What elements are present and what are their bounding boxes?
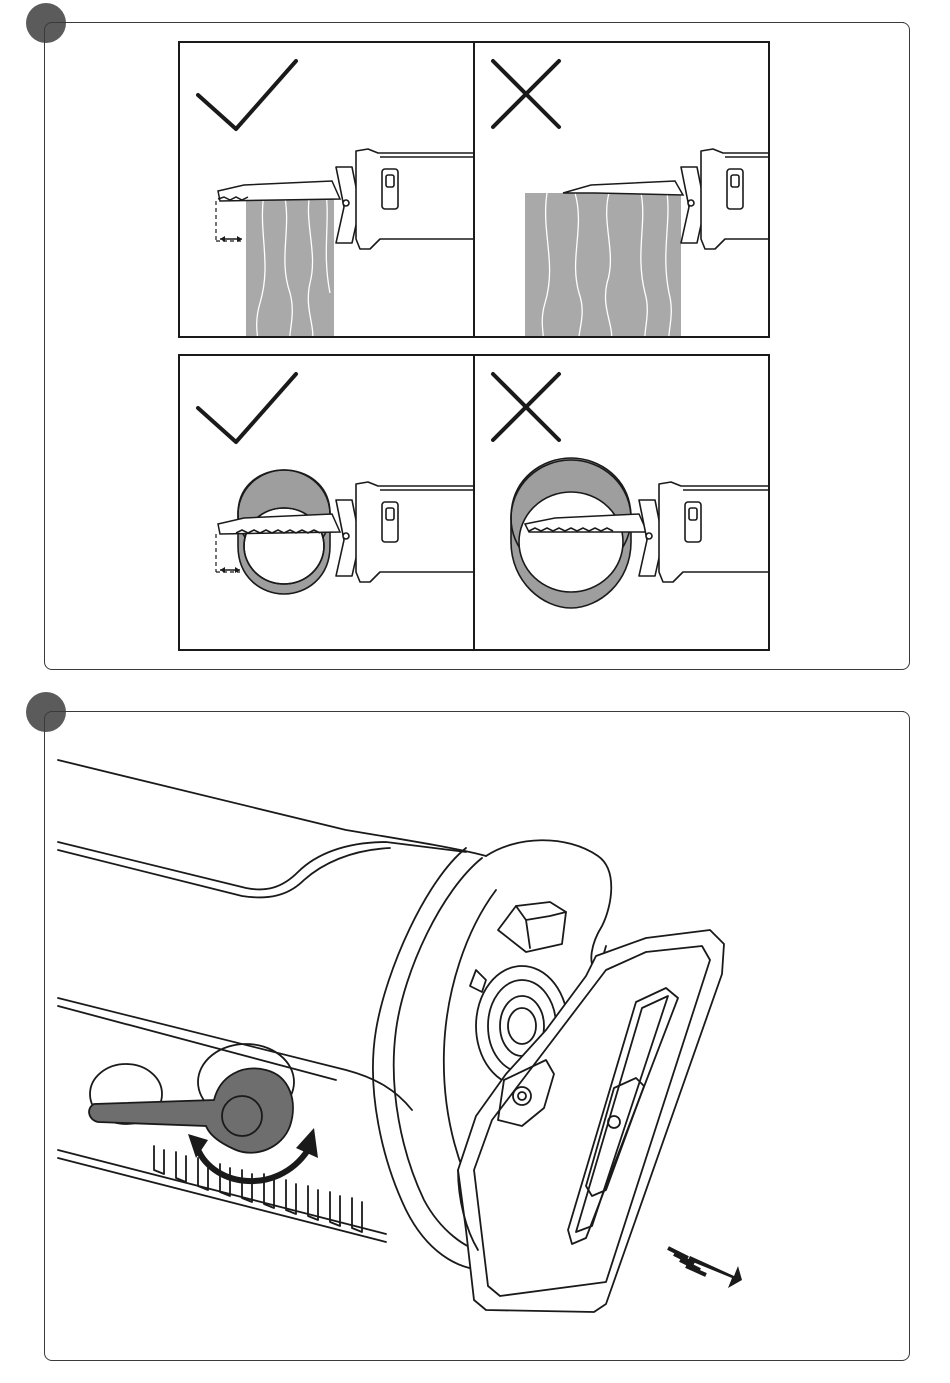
grip-ribs (154, 1146, 362, 1232)
checkmark-icon (198, 374, 296, 442)
checkmark-icon (198, 61, 296, 129)
front-collar (486, 840, 611, 974)
shoe-adjustment-illustration (46, 730, 908, 1358)
reciprocating-saw-tool (336, 149, 473, 249)
cross-icon (493, 61, 559, 127)
saw-blade (218, 514, 340, 534)
reciprocating-saw-tool (639, 482, 768, 582)
tool-body-top (58, 760, 486, 856)
arrow-icon (668, 1248, 742, 1288)
wood-plank (525, 193, 681, 336)
reciprocating-saw-tool (681, 149, 768, 249)
tool-body-bottom (58, 1158, 386, 1242)
reciprocating-saw-tool (336, 482, 473, 582)
panel-correct-wood (178, 41, 475, 338)
saw-blade (218, 181, 340, 201)
gap-indicator (216, 534, 240, 573)
gap-indicator (216, 201, 244, 242)
clamp-mechanism (498, 902, 566, 952)
pipe (511, 458, 631, 608)
panel-correct-pipe (178, 354, 475, 651)
cross-icon (493, 374, 559, 440)
panel-incorrect-pipe (473, 354, 770, 651)
saw-blade (563, 181, 683, 195)
wood-plank (246, 193, 334, 336)
panel-incorrect-wood (473, 41, 770, 338)
